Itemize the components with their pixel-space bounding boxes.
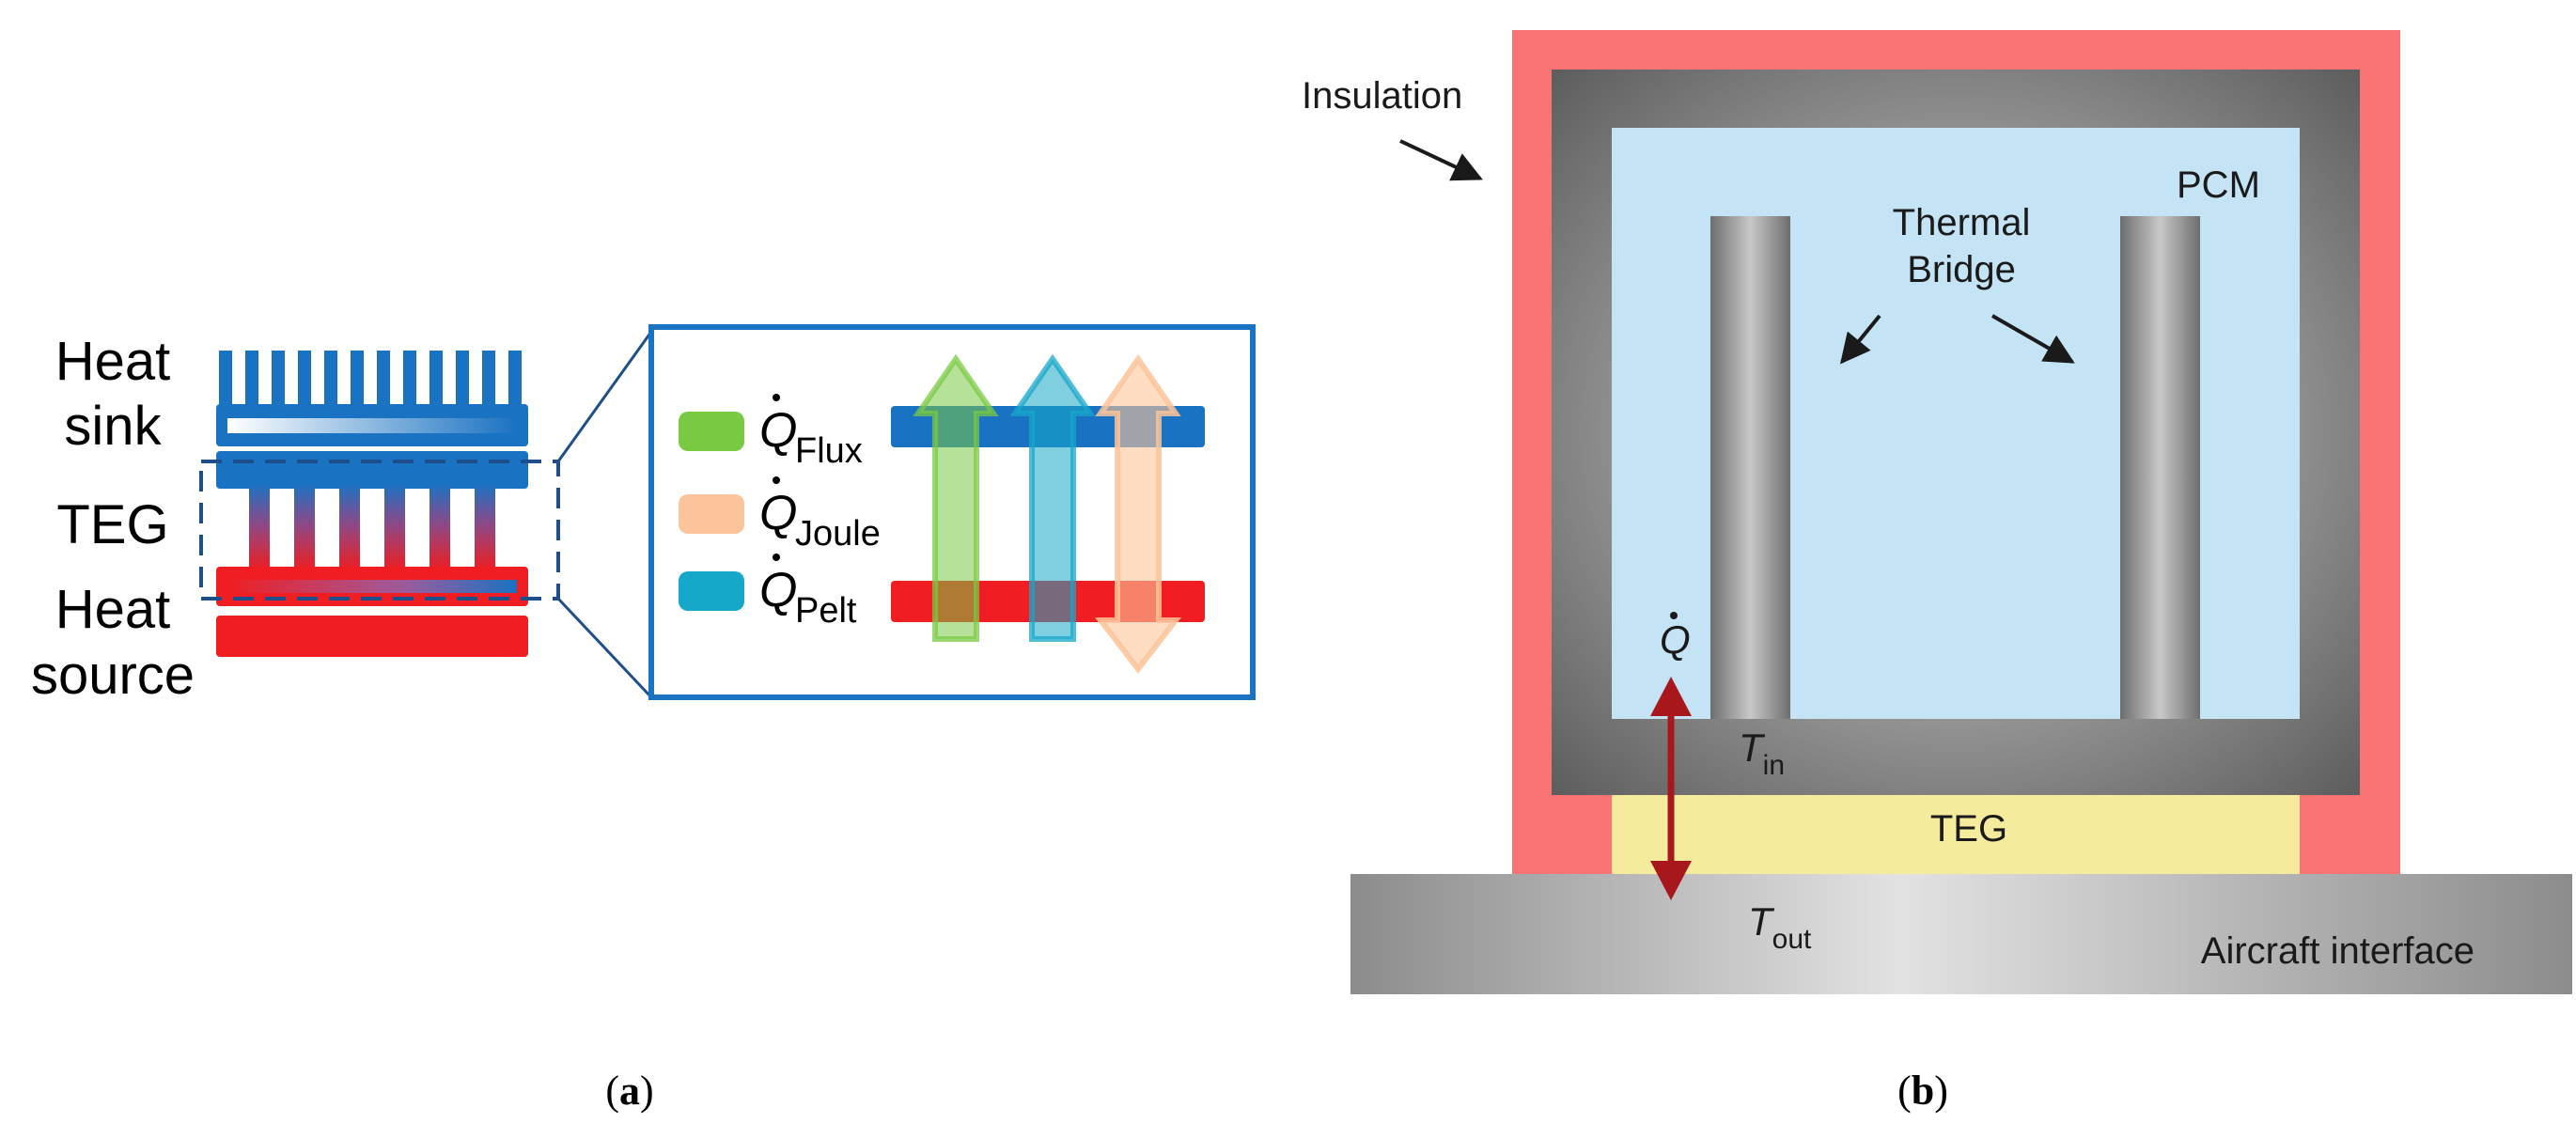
legend-dot-joule — [773, 476, 780, 484]
thermal-bridge-label-2: Bridge — [1907, 249, 2016, 290]
heat-sink-label-1: Heat — [55, 331, 171, 392]
caption-b: (b) — [1897, 1068, 1948, 1114]
caption-b-open: ( — [1897, 1068, 1912, 1114]
bridge-pointer-left — [1839, 314, 1881, 365]
insulation-pointer — [1399, 139, 1483, 181]
t-out-label: Tout — [1748, 899, 1812, 955]
q-dot — [1670, 612, 1678, 619]
legend-swatch-pelt — [679, 571, 744, 611]
heat-source-strip — [227, 580, 517, 593]
q-label: Q — [1660, 617, 1691, 662]
t-out-subscript: out — [1772, 924, 1812, 955]
aircraft-interface-label: Aircraft interface — [2201, 930, 2475, 972]
heat-sink-label-2: sink — [64, 396, 162, 457]
panel-a: Heat sink TEG Heat source Q Flux Q — [31, 324, 1256, 706]
aircraft-interface — [1350, 874, 2572, 994]
t-in-subscript: in — [1763, 750, 1785, 781]
t-out-symbol: T — [1748, 899, 1775, 944]
teg-label: TEG — [56, 494, 168, 555]
joule-arrow — [1094, 353, 1182, 674]
peltier-arrow — [1009, 353, 1096, 642]
t-in-symbol: T — [1739, 726, 1766, 770]
caption-b-letter: b — [1912, 1068, 1934, 1114]
teg-legs — [249, 484, 495, 570]
caption-a-open: ( — [605, 1068, 619, 1114]
zoom-line-top — [556, 331, 653, 462]
caption-a-letter: a — [619, 1068, 640, 1114]
caption-a: (a) — [605, 1068, 653, 1114]
legend-flux: Q Flux — [679, 394, 863, 471]
pcm-label: PCM — [2177, 164, 2260, 206]
thermal-bridge-left — [1710, 216, 1790, 719]
thermal-bridge-right — [2120, 216, 2200, 719]
teg-top-plate — [216, 451, 528, 489]
t-in-label: Tin — [1739, 726, 1785, 781]
flux-arrow — [913, 353, 999, 642]
legend-swatch-joule — [679, 494, 744, 534]
legend-sub-joule: Joule — [795, 514, 881, 554]
bridge-pointer-right — [1991, 314, 2075, 364]
legend-q-pelt: Q — [759, 563, 797, 617]
heat-source-label-2: source — [31, 645, 195, 706]
legend-pelt: Q Pelt — [679, 554, 857, 631]
caption-b-close: ) — [1934, 1068, 1948, 1114]
legend-joule: Q Joule — [679, 476, 881, 554]
teg-layer — [1612, 795, 2300, 885]
caption-a-close: ) — [640, 1068, 654, 1114]
teg-label-b: TEG — [1930, 808, 2007, 850]
legend-q-flux: Q — [759, 403, 797, 458]
thermal-bridge-label-1: Thermal — [1893, 202, 2031, 243]
heat-sink-strip — [227, 418, 517, 433]
legend-swatch-flux — [679, 412, 744, 451]
heat-sink-fins — [219, 351, 522, 407]
legend-sub-pelt: Pelt — [795, 591, 857, 631]
heat-source-label-1: Heat — [55, 579, 171, 640]
legend-q-joule: Q — [759, 486, 797, 540]
panel-b: Insulation PCM Thermal Bridge Q Tin TEG … — [1302, 30, 2572, 994]
insulation-label: Insulation — [1302, 75, 1462, 117]
legend-sub-flux: Flux — [795, 431, 863, 471]
zoom-line-bottom — [556, 597, 653, 699]
heat-source-base — [216, 616, 528, 657]
legend-dot-flux — [773, 394, 780, 401]
heat-flow-arrow — [1650, 677, 1692, 900]
zoom-dashed-box — [199, 460, 560, 601]
legend-dot-pelt — [773, 554, 780, 561]
